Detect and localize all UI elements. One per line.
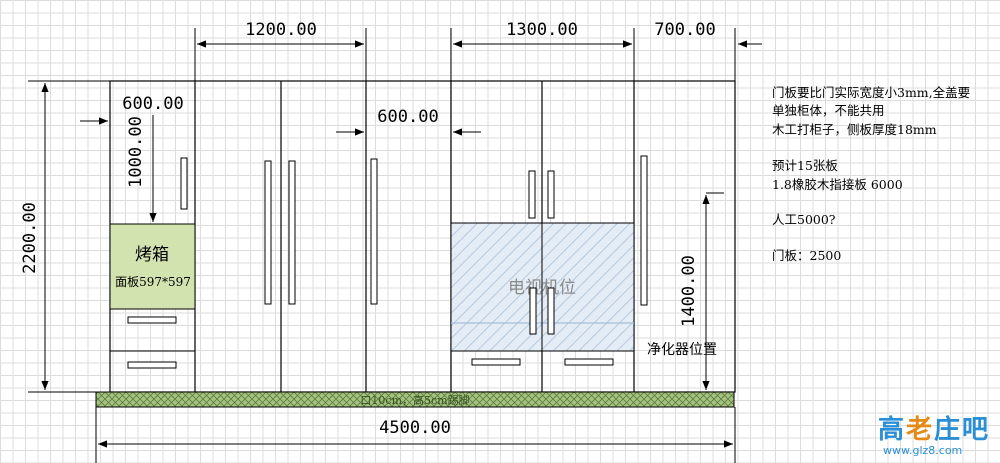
dim-top-1200: 1200.00 [245, 20, 317, 40]
plinth-label: 口10cm，高5cm踢脚 [360, 393, 469, 407]
note-line-1: 门板要比门实际宽度小3mm,全盖要 [772, 85, 970, 100]
oven-title: 烤箱 [135, 245, 169, 265]
drawer-handle-4 [564, 358, 614, 366]
dim-left-1000: 1000.00 [126, 116, 146, 188]
lower-door-handle-1 [529, 287, 537, 335]
drawer-handle-1 [127, 316, 177, 324]
note-line-4: 预计15张板 [772, 158, 838, 173]
svg-text:吧: 吧 [962, 415, 988, 445]
dim-total-width: 4500.00 [379, 418, 451, 438]
door-handle-4 [370, 158, 378, 305]
purifier-label: 净化器位置 [647, 342, 717, 358]
upper-door-handle-2 [547, 170, 555, 219]
door-handle-3 [288, 160, 296, 305]
svg-text:老: 老 [906, 415, 932, 445]
lower-door-handle-2 [547, 287, 555, 335]
door-handle-2 [264, 160, 272, 305]
note-line-2: 单独柜体，不能共用 [772, 103, 885, 118]
svg-text:庄: 庄 [934, 414, 960, 445]
watermark-url: www.glz8.com [883, 444, 962, 457]
note-line-5: 1.8橡胶木指接板 6000 [772, 177, 903, 192]
note-line-7: 门板：2500 [772, 248, 841, 263]
door-handle-left [180, 157, 188, 210]
dim-top-1300: 1300.00 [506, 20, 578, 40]
drawer-handle-2 [127, 361, 177, 369]
drawer-handle-3 [471, 358, 521, 366]
dim-right-height: 1400.00 [679, 255, 699, 327]
dim-total-height: 2200.00 [20, 202, 40, 274]
note-line-3: 木工打柜子，侧板厚度18mm [772, 122, 937, 137]
oven-panel [109, 223, 196, 310]
notes-block: 门板要比门实际宽度小3mm,全盖要 单独柜体，不能共用 木工打柜子，侧板厚度18… [772, 85, 970, 263]
dim-top-700: 700.00 [654, 20, 715, 40]
oven-panel-label: 面板597*597 [115, 275, 191, 289]
watermark-logo: 高 老 庄 吧 [878, 414, 988, 445]
note-line-6: 人工5000? [772, 212, 836, 227]
svg-text:高: 高 [878, 414, 904, 445]
appliance-zone-label: 电视机位 [508, 278, 576, 298]
plinth-strip [95, 391, 735, 408]
door-handle-right [640, 155, 648, 306]
dim-mid-600: 600.00 [377, 107, 438, 127]
upper-door-handle-1 [528, 170, 536, 219]
dim-left-600: 600.00 [122, 94, 183, 114]
